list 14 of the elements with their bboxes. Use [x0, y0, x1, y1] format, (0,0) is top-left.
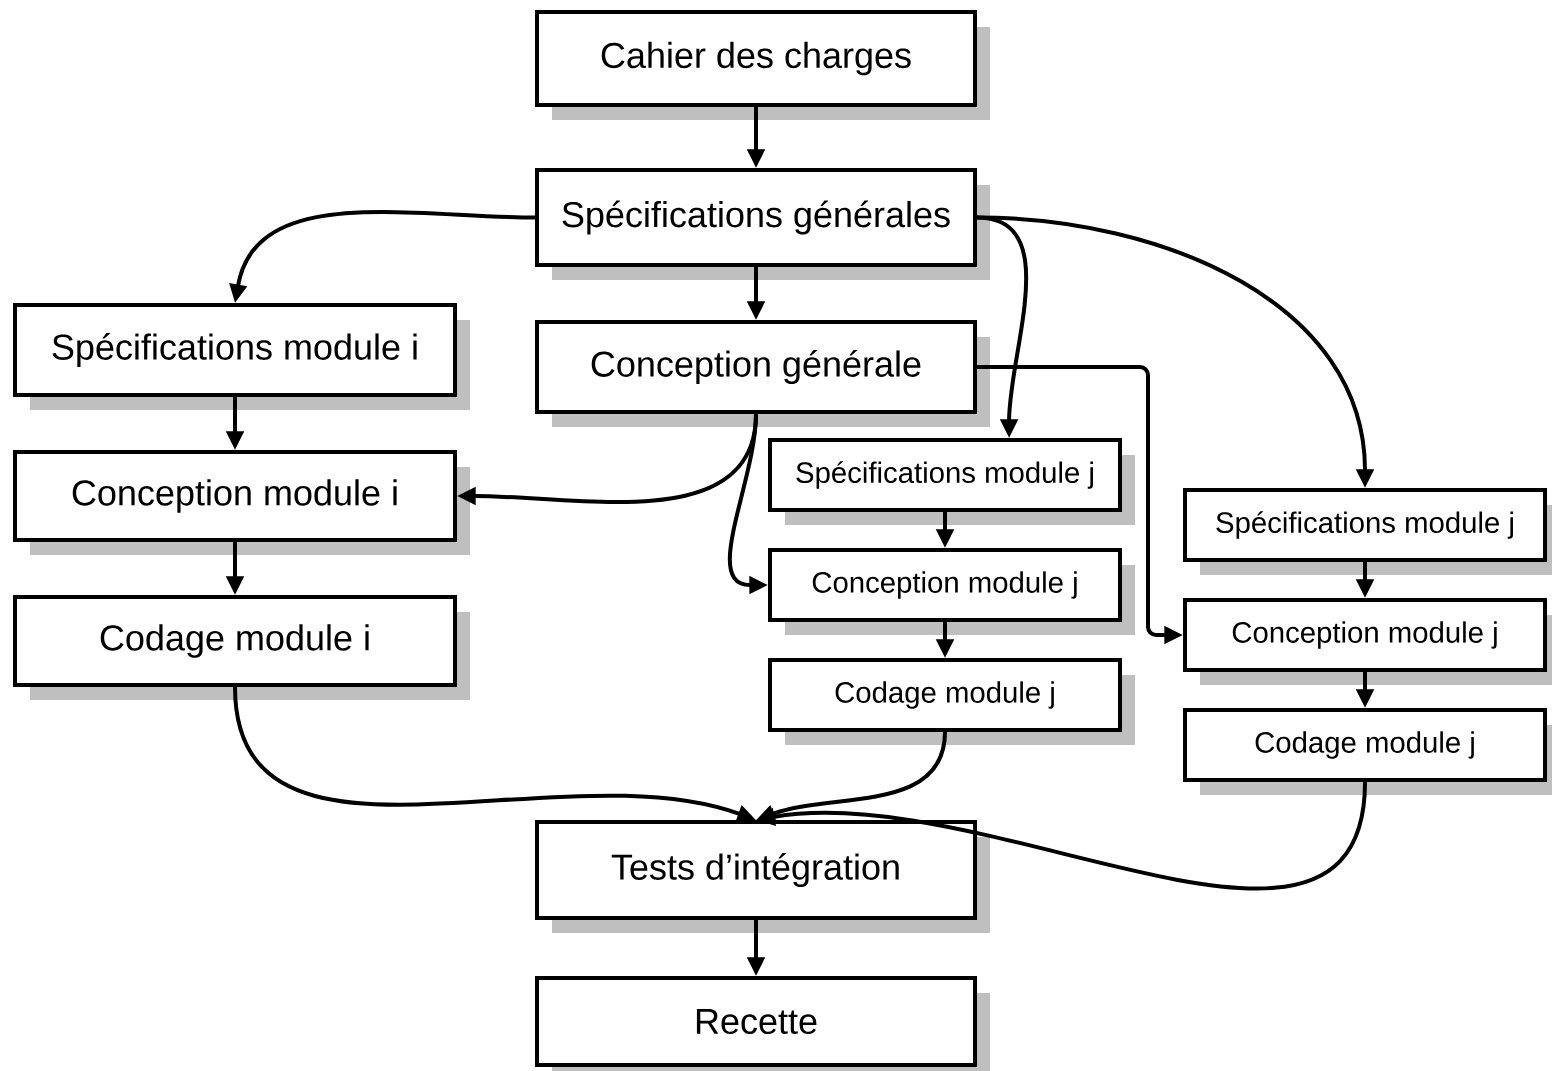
- process-box: Conception générale: [535, 320, 990, 427]
- process-box: Spécifications module j: [1183, 488, 1552, 575]
- process-box: Spécifications module i: [13, 303, 470, 410]
- process-box: Cahier des charges: [535, 10, 990, 120]
- process-box: Spécifications module j: [768, 438, 1135, 525]
- process-box: Codage module j: [768, 658, 1135, 745]
- process-box: Conception module i: [13, 450, 470, 555]
- process-box: Codage module i: [13, 595, 470, 700]
- process-box: Spécifications générales: [535, 168, 990, 280]
- process-box: Recette: [535, 976, 990, 1071]
- process-box: Conception module j: [768, 548, 1135, 635]
- process-box: Conception module j: [1183, 598, 1552, 685]
- process-box: Codage module j: [1183, 708, 1552, 795]
- process-box: Tests d’intégration: [535, 820, 990, 933]
